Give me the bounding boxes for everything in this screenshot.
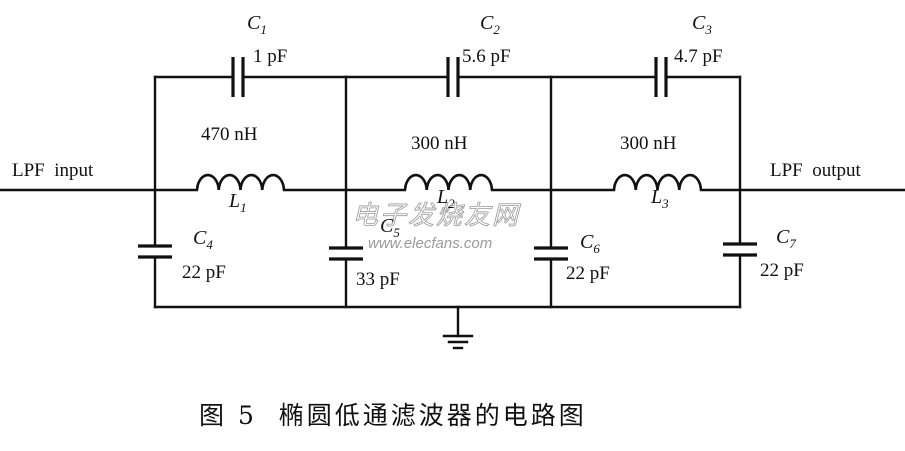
capacitor-c7: [723, 242, 757, 257]
port-output-label: LPF output: [770, 160, 862, 181]
l1-value: 470 nH: [201, 124, 258, 145]
watermark-cn: 电子发烧友网: [352, 201, 521, 231]
c6-symbol: C6: [580, 231, 600, 256]
l2-symbol: L2: [436, 186, 455, 211]
c5-symbol: C5: [380, 215, 400, 240]
capacitor-c5: [329, 246, 363, 261]
c1-symbol: C1: [247, 12, 267, 37]
c2-symbol: C2: [480, 12, 500, 37]
ground-symbol: [442, 334, 474, 350]
c6-value: 22 pF: [566, 263, 610, 284]
l1-symbol: L1: [228, 190, 247, 215]
c4-symbol: C4: [193, 227, 213, 252]
c3-value: 4.7 pF: [674, 46, 723, 67]
c3-symbol: C3: [692, 12, 712, 37]
capacitor-c1: [231, 57, 245, 97]
c7-value: 22 pF: [760, 260, 804, 281]
inductor-l2: [403, 173, 494, 191]
c4-value: 22 pF: [182, 262, 226, 283]
capacitor-c4: [138, 244, 172, 259]
c2-value: 5.6 pF: [462, 46, 511, 67]
capacitor-c6: [534, 246, 568, 261]
capacitor-c3: [654, 57, 668, 97]
l3-value: 300 nH: [620, 133, 677, 154]
figure-caption: 图 5 椭圆低通滤波器的电路图: [199, 401, 587, 430]
inductor-l3: [612, 173, 703, 191]
l3-symbol: L3: [650, 186, 669, 211]
c7-symbol: C7: [776, 226, 796, 251]
port-input-label: LPF input: [12, 160, 94, 181]
l2-value: 300 nH: [411, 133, 468, 154]
capacitor-c2: [446, 57, 460, 97]
inductor-l1: [195, 173, 286, 191]
watermark-url: www.elecfans.com: [368, 235, 492, 252]
c1-value: 1 pF: [253, 46, 287, 67]
c5-value: 33 pF: [356, 269, 400, 290]
